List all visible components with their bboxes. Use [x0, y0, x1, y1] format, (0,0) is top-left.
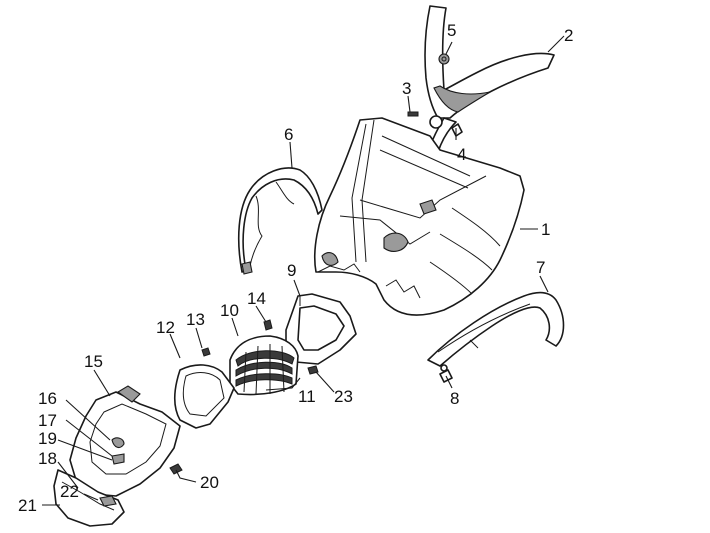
- part-grille: [229, 335, 299, 396]
- part-screw-13: [201, 347, 211, 357]
- callout-12: 12: [156, 318, 175, 337]
- callout-23: 23: [334, 387, 353, 406]
- part-front-shield: [313, 117, 525, 316]
- callout-19: 19: [38, 429, 57, 448]
- callout-4: 4: [457, 145, 466, 164]
- part-nut: [438, 53, 450, 65]
- callout-18: 18: [38, 449, 57, 468]
- callout-1: 1: [541, 220, 550, 239]
- part-clip-upper: [451, 123, 463, 137]
- callout-9: 9: [287, 261, 296, 280]
- part-upper-trim: [424, 5, 555, 153]
- part-right-side-panel: [427, 291, 565, 372]
- callout-14: 14: [247, 289, 266, 308]
- callout-21: 21: [18, 496, 37, 515]
- part-lower-lip: [53, 469, 125, 527]
- callout-7: 7: [536, 258, 545, 277]
- callout-20: 20: [200, 473, 219, 492]
- leader-lines: [42, 35, 565, 506]
- callout-3: 3: [402, 79, 411, 98]
- part-screw-20: [169, 463, 183, 475]
- callout-6: 6: [284, 125, 293, 144]
- callout-labels: 1 2 3 4 5 6 7 8 9 10 11 12 13 14 15 16 1…: [18, 21, 573, 515]
- part-screw-14: [263, 319, 273, 331]
- part-bracket-frame: [285, 293, 357, 365]
- callout-22: 22: [60, 482, 79, 501]
- part-screw-23: [307, 365, 319, 375]
- part-screw-upper: [407, 111, 443, 129]
- callout-2: 2: [564, 26, 573, 45]
- part-left-side-panel: [237, 167, 323, 275]
- part-small-panel: [173, 364, 235, 429]
- callout-5: 5: [447, 21, 456, 40]
- callout-8: 8: [450, 389, 459, 408]
- callout-17: 17: [38, 411, 57, 430]
- callout-15: 15: [84, 352, 103, 371]
- callout-11: 11: [298, 387, 316, 406]
- callout-13: 13: [186, 310, 205, 329]
- part-lower-cover: [69, 385, 181, 497]
- callout-10: 10: [220, 301, 239, 320]
- callout-16: 16: [38, 389, 57, 408]
